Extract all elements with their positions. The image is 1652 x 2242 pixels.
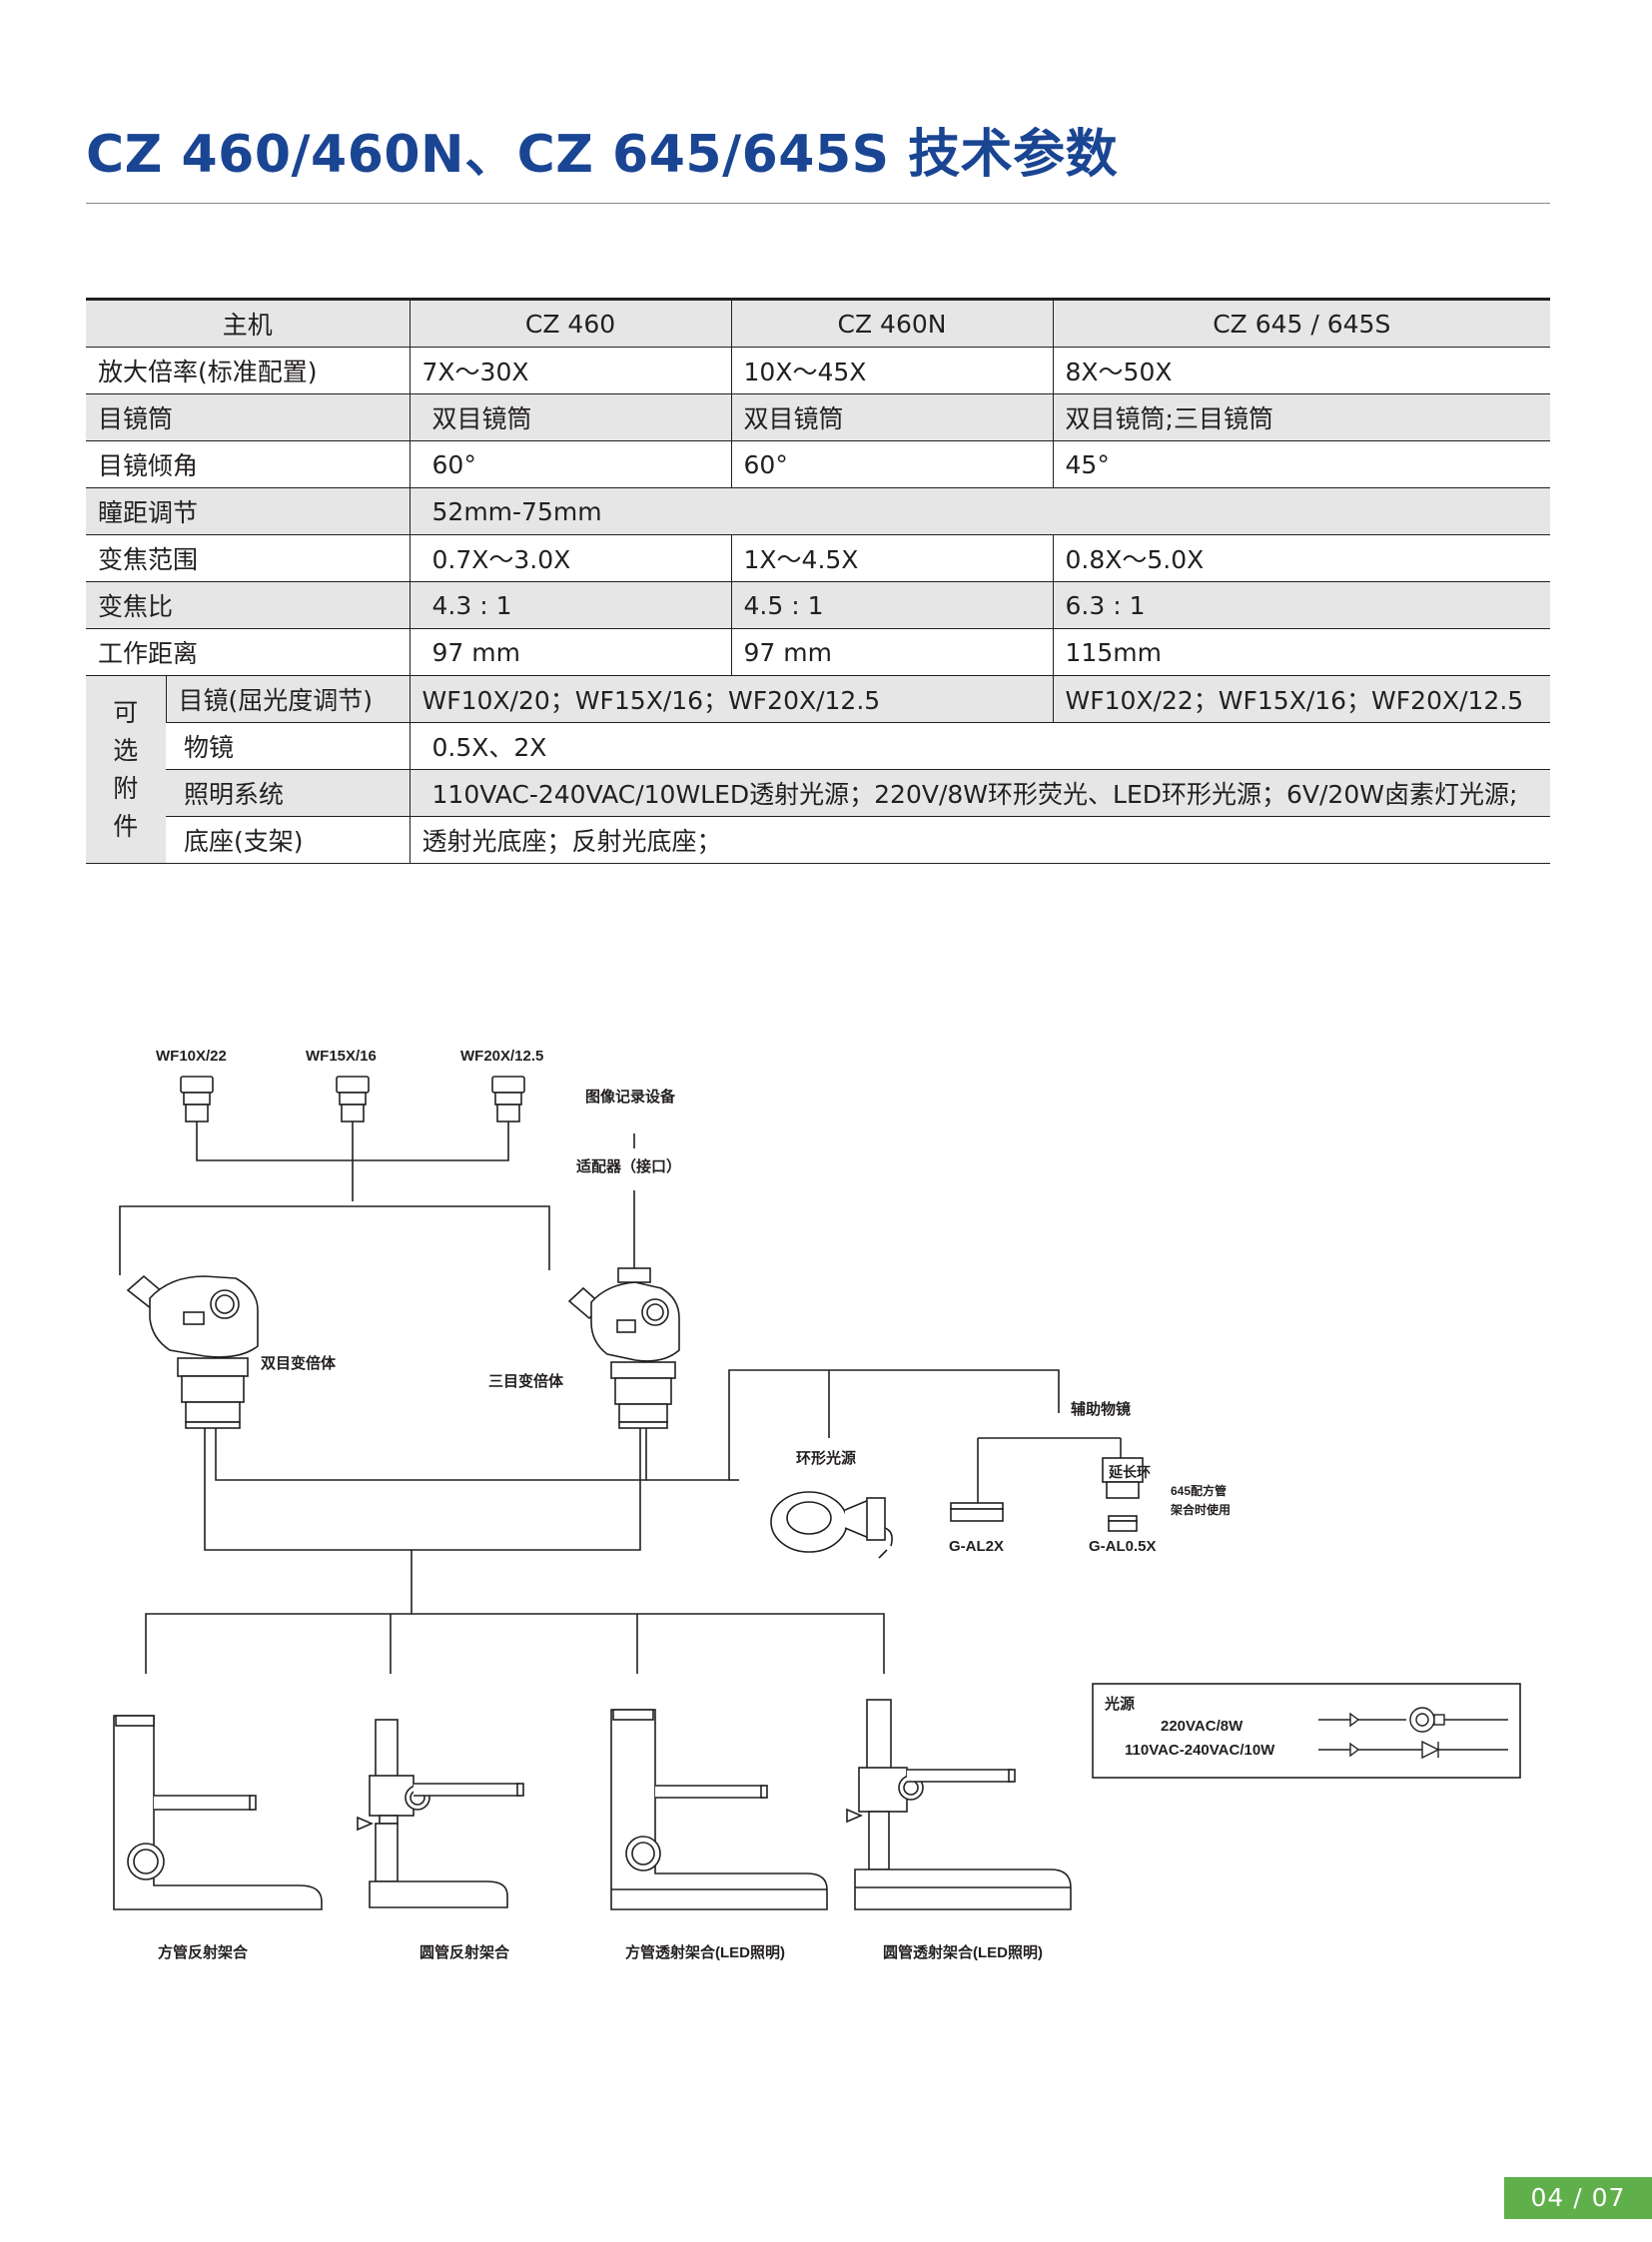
ring-light-icon (770, 1491, 893, 1559)
eyepiece-label: WF20X/12.5 (460, 1048, 543, 1065)
table-row: 工作距离 97 mm 97 mm 115mm (86, 628, 1551, 676)
legend-title: 光源 (1104, 1695, 1135, 1713)
table-cell: 110VAC-240VAC/10WLED透射光源；220V/8W环形荧光、LED… (409, 769, 1551, 817)
table-cell: 双目镜筒;三目镜筒 (1052, 393, 1551, 441)
row-label: 目镜倾角 (86, 440, 411, 488)
row-label: 变焦范围 (86, 534, 411, 582)
page-title: CZ 460/460N、CZ 645/645S 技术参数 (86, 125, 1119, 185)
eyepiece-icon (180, 1076, 214, 1122)
title-divider (86, 203, 1550, 204)
binocular-body-label: 双目变倍体 (261, 1354, 337, 1372)
table-cell: 97 mm (409, 628, 732, 676)
table-cell: 7X～30X (409, 347, 732, 394)
eyepiece-icons (180, 1076, 525, 1122)
header-cell: CZ 645 / 645S (1052, 298, 1551, 348)
header-cell: 主机 (86, 298, 411, 348)
stand-label: 圆管透射架合(LED照明) (883, 1943, 1043, 1961)
objective-05x-label: G-AL0.5X (1089, 1538, 1157, 1555)
table-cell: 0.8X～5.0X (1052, 534, 1551, 582)
table-row: 目镜倾角 60° 60° 45° (86, 440, 1551, 488)
table-row: 物镜 0.5X、2X (86, 722, 1551, 770)
extension-note-line: 架合时使用 (1170, 1502, 1231, 1517)
table-row: 变焦范围 0.7X～3.0X 1X～4.5X 0.8X～5.0X (86, 534, 1551, 582)
table-cell: 双目镜筒 (409, 393, 732, 441)
table-header-row: 主机 CZ 460 CZ 460N CZ 645 / 645S (86, 298, 1551, 348)
table-cell: 8X～50X (1052, 347, 1551, 394)
table-row: 瞳距调节 52mm-75mm (86, 487, 1551, 535)
eyepiece-icon (491, 1076, 525, 1122)
table-cell: 6.3 : 1 (1052, 581, 1551, 629)
spec-table: 主机 CZ 460 CZ 460N CZ 645 / 645S 放大倍率(标准配… (86, 298, 1551, 864)
extension-ring-icon (1102, 1457, 1144, 1532)
page-number: 04 / 07 (1504, 2177, 1652, 2219)
binocular-zoom-body-icon (126, 1274, 259, 1429)
trinocular-body-label: 三目变倍体 (488, 1372, 564, 1390)
round-transmitted-stand-icon (846, 1699, 1072, 1910)
table-cell: 4.3 : 1 (409, 581, 732, 629)
table-row: 变焦比 4.3 : 1 4.5 : 1 6.3 : 1 (86, 581, 1551, 629)
row-label: 工作距离 (86, 628, 411, 676)
stand-label: 方管反射架合 (158, 1943, 249, 1961)
table-cell: 52mm-75mm (409, 487, 1551, 535)
round-reflected-stand-icon (357, 1719, 524, 1908)
table-cell: 透射光底座；反射光底座； (409, 816, 1551, 864)
row-label: 物镜 (166, 722, 411, 770)
adapter-label: 适配器（接口） (576, 1157, 681, 1175)
trinocular-zoom-body-icon (567, 1267, 680, 1429)
square-transmitted-stand-icon (610, 1709, 828, 1910)
light-source-legend: 光源 220VAC/8W 110VAC-240VAC/10W (1092, 1683, 1521, 1779)
table-cell: 1X～4.5X (730, 534, 1054, 582)
legend-symbols (1318, 1707, 1508, 1760)
table-row: 底座(支架) 透射光底座；反射光底座； (86, 816, 1551, 864)
legend-item: 110VAC-240VAC/10W (1125, 1742, 1275, 1759)
row-label: 目镜筒 (86, 393, 411, 441)
row-label: 目镜(屈光度调节) (165, 675, 411, 723)
extension-ring-label: 延长环 (1108, 1464, 1151, 1480)
table-cell: 60° (730, 440, 1054, 488)
row-label: 放大倍率(标准配置) (86, 347, 411, 394)
table-cell: 0.7X～3.0X (409, 534, 732, 582)
table-cell: WF10X/22；WF15X/16；WF20X/12.5 (1052, 675, 1551, 723)
objective-2x-icon (950, 1502, 1004, 1522)
row-label: 底座(支架) (166, 816, 411, 864)
image-device-label: 图像记录设备 (585, 1088, 676, 1106)
table-cell: 115mm (1052, 628, 1551, 676)
group-char: 可 (113, 697, 139, 727)
group-char: 附 (113, 773, 139, 803)
group-char: 选 (113, 735, 139, 765)
square-reflected-stand-icon (113, 1715, 323, 1910)
eyepiece-icon (336, 1076, 370, 1122)
ring-light-label: 环形光源 (796, 1449, 856, 1467)
table-row: 照明系统 110VAC-240VAC/10WLED透射光源；220V/8W环形荧… (86, 769, 1551, 817)
objective-2x-label: G-AL2X (949, 1538, 1004, 1555)
table-cell: 0.5X、2X (409, 722, 1551, 770)
group-char: 件 (113, 811, 139, 841)
aux-objective-label: 辅助物镜 (1071, 1400, 1131, 1418)
table-cell: 4.5 : 1 (730, 581, 1054, 629)
table-cell: 97 mm (730, 628, 1054, 676)
extension-note-line: 645配方管 (1171, 1483, 1227, 1498)
eyepiece-label: WF10X/22 (156, 1048, 227, 1065)
table-row: 目镜筒 双目镜筒 双目镜筒 双目镜筒;三目镜筒 (86, 393, 1551, 441)
table-cell: 双目镜筒 (730, 393, 1054, 441)
table-cell: 45° (1052, 440, 1551, 488)
legend-item: 220VAC/8W (1161, 1718, 1243, 1735)
row-label: 变焦比 (86, 581, 411, 629)
table-cell: WF10X/20；WF15X/16；WF20X/12.5 (409, 675, 1054, 723)
table-row: 放大倍率(标准配置) 7X～30X 10X～45X 8X～50X (86, 347, 1551, 394)
row-label: 照明系统 (166, 769, 411, 817)
row-label: 瞳距调节 (86, 487, 411, 535)
header-cell: CZ 460N (730, 298, 1054, 348)
header-cell: CZ 460 (409, 298, 732, 348)
table-row: 可 选 附 件 目镜(屈光度调节) WF10X/20；WF15X/16；WF20… (86, 675, 1551, 864)
stand-label: 圆管反射架合 (419, 1943, 510, 1961)
table-cell: 10X～45X (730, 347, 1054, 394)
eyepiece-label: WF15X/16 (306, 1048, 377, 1065)
table-cell: 60° (409, 440, 732, 488)
optional-accessories-label: 可 选 附 件 (86, 675, 166, 864)
stand-label: 方管透射架合(LED照明) (625, 1943, 785, 1961)
connector-lines (119, 1121, 1122, 1674)
